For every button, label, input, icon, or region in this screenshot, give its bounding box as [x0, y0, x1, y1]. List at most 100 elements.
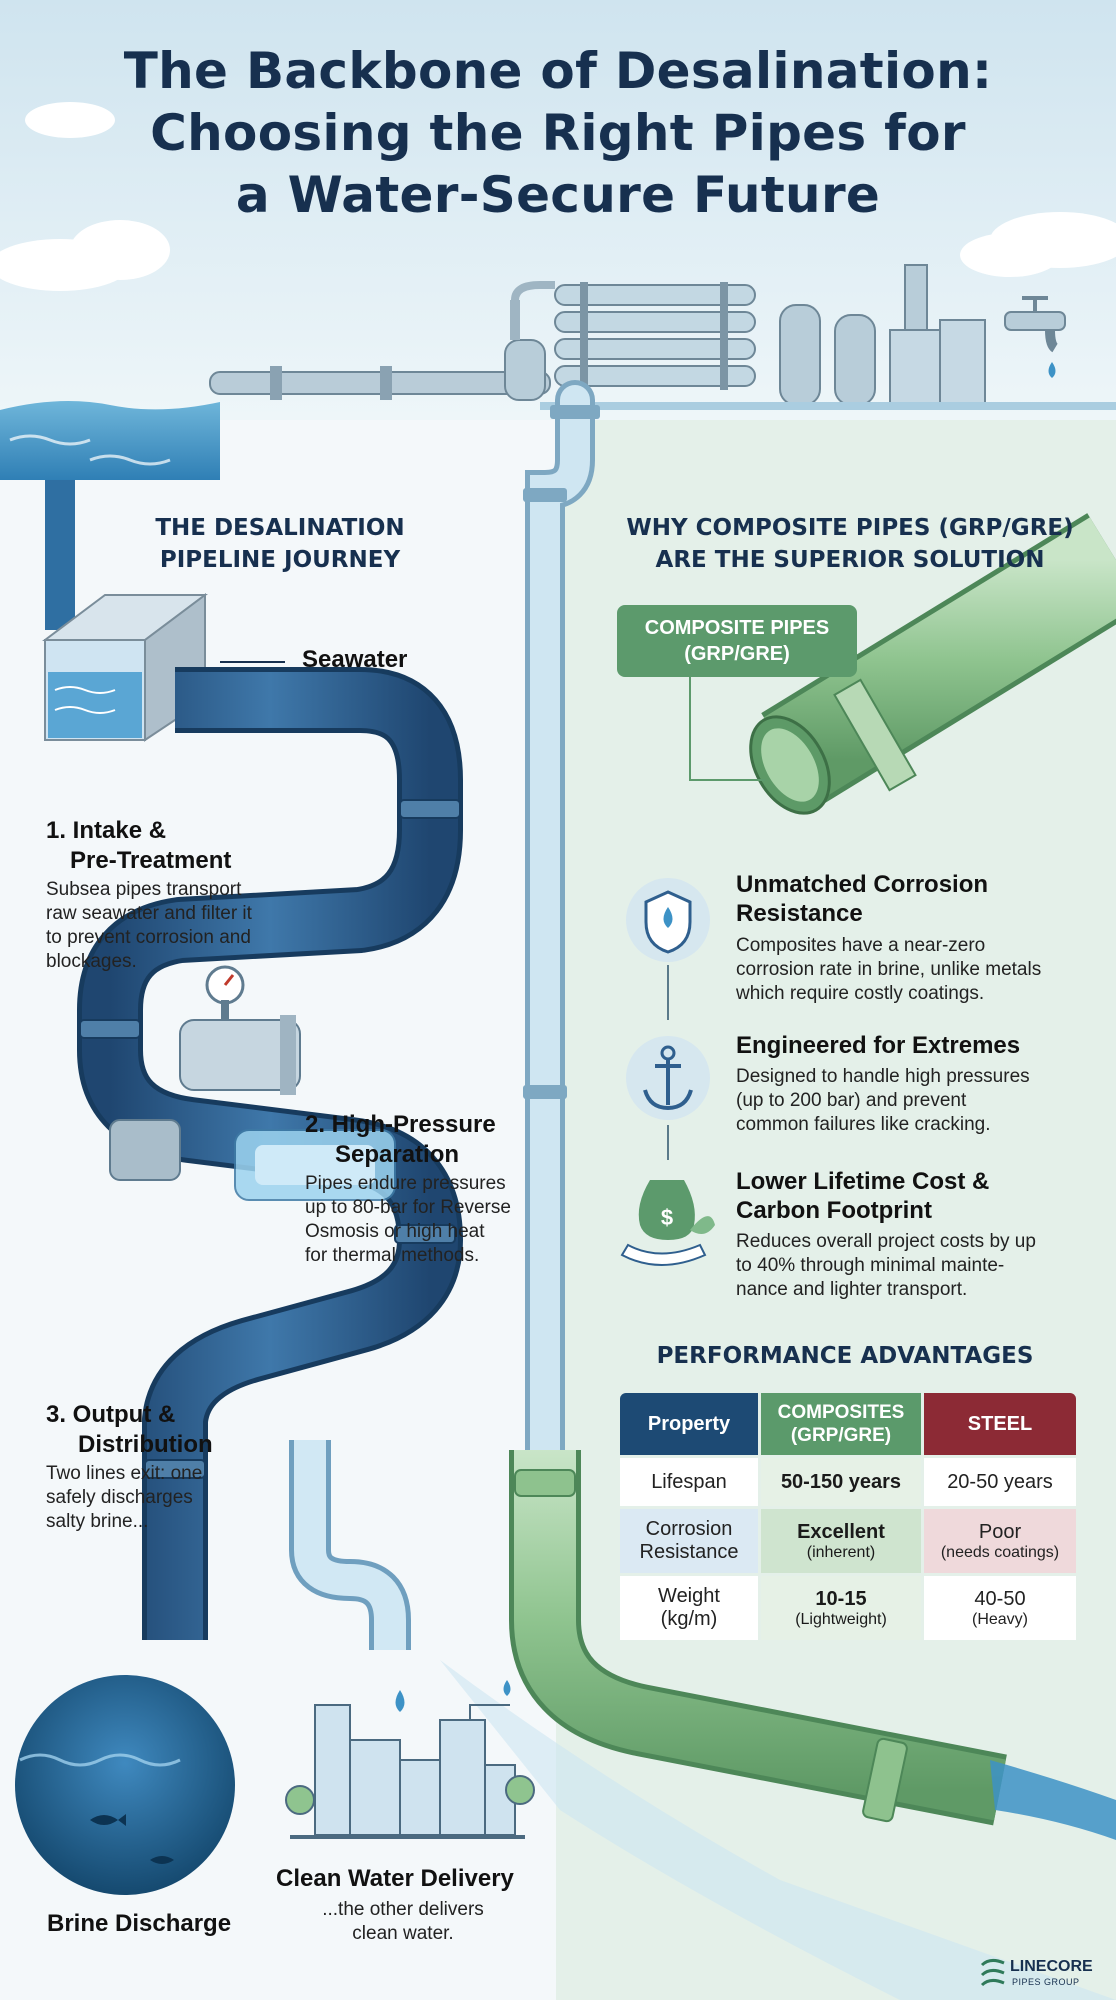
column-header-property: Property [620, 1393, 758, 1455]
cell-composites: Excellent (inherent) [761, 1509, 921, 1573]
anchor-icon [626, 1036, 710, 1120]
benefit-1-description: Composites have a near-zero corrosion ra… [736, 934, 1041, 1006]
badge-line-1: COMPOSITE PIPES [644, 617, 830, 639]
table-row: Corrosion Resistance Excellent (inherent… [620, 1509, 1076, 1573]
linecore-logo-icon [980, 1958, 1005, 1987]
cell-line: (Heavy) [971, 1610, 1028, 1628]
cell-steel: Poor (needs coatings) [924, 1509, 1076, 1573]
benefit-2-description: Designed to handle high pressures (up to… [736, 1065, 1030, 1137]
step-2-title-line-2: Separation [335, 1141, 460, 1168]
cell-line: Weight [658, 1585, 720, 1607]
benefit-3-title: Lower Lifetime Cost & Carbon Footprint [736, 1167, 989, 1225]
composites-heading-line-1: WHY COMPOSITE PIPES (GRP/GRE) [626, 515, 1074, 541]
cell-line: 40-50 [974, 1587, 1026, 1610]
cell-line: 10-15 [815, 1587, 867, 1610]
title-line-3: a Water-Secure Future [235, 166, 881, 224]
journey-heading-line-2: PIPELINE JOURNEY [159, 547, 401, 573]
step-1-description: Subsea pipes transport raw seawater and … [46, 878, 252, 974]
step-2-desc-line: for thermal methods. [305, 1245, 480, 1266]
badge-connector [689, 675, 765, 781]
column-header-composites-line-1: COMPOSITES [777, 1402, 905, 1423]
intake-chamber [42, 480, 208, 742]
cell-line: (Lightweight) [795, 1610, 887, 1628]
benefit-3-desc-line: Reduces overall project costs by up [736, 1231, 1036, 1252]
cell-line: Poor [978, 1520, 1022, 1543]
clouds [0, 102, 1116, 291]
shield-droplet-icon [626, 878, 710, 962]
journey-heading: THE DESALINATION PIPELINE JOURNEY [130, 512, 430, 576]
brine-discharge-label: Brine Discharge [47, 1910, 232, 1937]
benefit-1-title: Unmatched Corrosion Resistance [736, 870, 988, 928]
step-1-title-line-1: 1. Intake & [46, 817, 167, 844]
step-1-desc-line: to prevent corrosion and [46, 927, 251, 948]
composites-heading: WHY COMPOSITE PIPES (GRP/GRE) ARE THE SU… [600, 512, 1100, 576]
benefit-3-desc-line: to 40% through minimal mainte- [736, 1255, 1005, 1276]
benefit-1-desc-line: corrosion rate in brine, unlike metals [736, 959, 1042, 980]
cell-steel: 40-50 (Heavy) [924, 1576, 1076, 1640]
cell-line: (kg/m) [660, 1608, 718, 1630]
step-3-title-line-2: Distribution [78, 1431, 213, 1458]
step-3-title-line-1: 3. Output & [46, 1401, 176, 1428]
clean-water-desc-line: clean water. [352, 1923, 454, 1944]
performance-table: Property COMPOSITES (GRP/GRE) STEEL Life… [617, 1390, 1079, 1643]
cell-composites: 50-150 years [761, 1458, 921, 1506]
benefit-1-title-line-1: Unmatched Corrosion [736, 871, 989, 898]
clean-water-title: Clean Water Delivery [276, 1865, 514, 1892]
step-1-title: 1. Intake & Pre-Treatment [46, 816, 231, 876]
step-3-desc-line: salty brine... [46, 1511, 149, 1532]
table-header-row: Property COMPOSITES (GRP/GRE) STEEL [620, 1393, 1076, 1455]
title-line-1: The Backbone of Desalination: [123, 42, 993, 100]
svg-text:$: $ [661, 1205, 673, 1230]
title-line-2: Choosing the Right Pipes for [150, 104, 966, 162]
cell-property: Corrosion Resistance [620, 1509, 758, 1573]
step-3-desc-line: Two lines exit: one [46, 1463, 203, 1484]
composites-heading-line-2: ARE THE SUPERIOR SOLUTION [655, 547, 1045, 573]
faucet-icon [1004, 296, 1066, 378]
benefit-2-title: Engineered for Extremes [736, 1031, 1020, 1060]
cell-line: (needs coatings) [940, 1543, 1060, 1561]
column-header-composites: COMPOSITES (GRP/GRE) [761, 1393, 921, 1455]
step-2-desc-line: Osmosis or high heat [305, 1221, 485, 1242]
step-3-description: Two lines exit: one safely discharges sa… [46, 1462, 202, 1534]
cell-line: (inherent) [806, 1543, 876, 1561]
benefit-1-title-line-2: Resistance [736, 900, 863, 927]
brine-pool [15, 1675, 235, 1895]
step-3-desc-line: safely discharges [46, 1487, 193, 1508]
sea [0, 401, 220, 480]
cell-property: Weight (kg/m) [620, 1576, 758, 1640]
cell-line: Excellent [797, 1520, 885, 1543]
column-header-steel: STEEL [924, 1393, 1076, 1455]
step-1-desc-line: Subsea pipes transport [46, 879, 242, 900]
step-3-title: 3. Output & Distribution [46, 1400, 213, 1460]
table-row: Lifespan 50-150 years 20-50 years [620, 1458, 1076, 1506]
benefit-2-desc-line: Designed to handle high pressures [736, 1066, 1030, 1087]
composite-pipes-badge: COMPOSITE PIPES (GRP/GRE) [617, 605, 857, 677]
brand-name: LINECORE [1010, 1958, 1093, 1975]
benefit-3-description: Reduces overall project costs by up to 4… [736, 1230, 1036, 1302]
benefit-3-desc-line: nance and lighter transport. [736, 1279, 968, 1300]
money-bag-leaf-icon: $ [620, 1180, 715, 1266]
city-skyline [285, 1704, 535, 1836]
benefit-2-desc-line: (up to 200 bar) and prevent [736, 1090, 967, 1111]
step-2-title-line-1: 2. High-Pressure [305, 1111, 496, 1138]
cell-property: Lifespan [620, 1458, 758, 1506]
clean-water-description: ...the other delivers clean water. [276, 1898, 530, 1946]
benefit-2-desc-line: common failures like cracking. [736, 1114, 991, 1135]
membrane-section [109, 1119, 396, 1201]
brand-subtitle: PIPES GROUP [1012, 1977, 1080, 1987]
water-flow [990, 1760, 1116, 1840]
benefit-3-title-line-2: Carbon Footprint [736, 1197, 932, 1224]
composite-pipe-illustration [749, 513, 1116, 815]
step-2-description: Pipes endure pressures up to 80-bar for … [305, 1172, 511, 1268]
table-row: Weight (kg/m) 10-15 (Lightweight) 40-50 … [620, 1576, 1076, 1640]
treatment-plant [504, 264, 986, 406]
cell-composites: 10-15 (Lightweight) [761, 1576, 921, 1640]
performance-heading: PERFORMANCE ADVANTAGES [656, 1343, 1034, 1369]
benefit-2-title-line-1: Engineered for Extremes [736, 1032, 1021, 1059]
pipe-flanges [79, 799, 461, 1479]
cell-line: Corrosion [645, 1518, 733, 1540]
step-2-desc-line: up to 80-bar for Reverse [305, 1197, 511, 1218]
step-1-title-line-2: Pre-Treatment [70, 847, 232, 874]
